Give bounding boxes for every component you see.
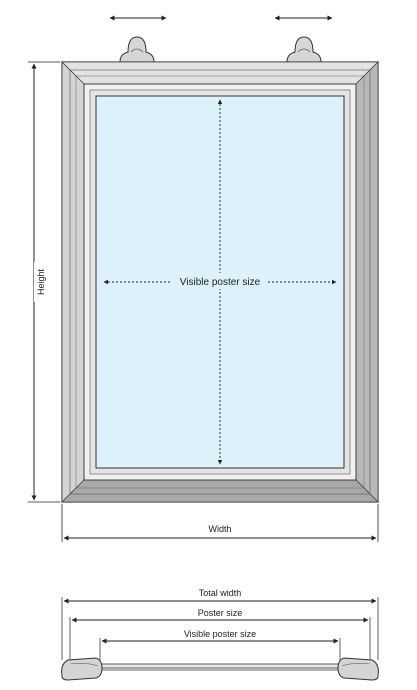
poster-size-label: Poster size <box>198 608 243 618</box>
hanger-left <box>119 36 155 63</box>
total-width-label: Total width <box>199 588 242 598</box>
width-label: Width <box>208 524 231 534</box>
visible-poster-size-section-label: Visible poster size <box>184 629 256 639</box>
cross-section: Total width Poster size Visible poster s… <box>61 588 379 681</box>
height-label: Height <box>36 268 46 295</box>
profile-right <box>337 657 379 681</box>
profile-left <box>61 657 103 681</box>
visible-poster-size-label: Visible poster size <box>180 277 261 288</box>
hanger-right <box>286 36 322 63</box>
